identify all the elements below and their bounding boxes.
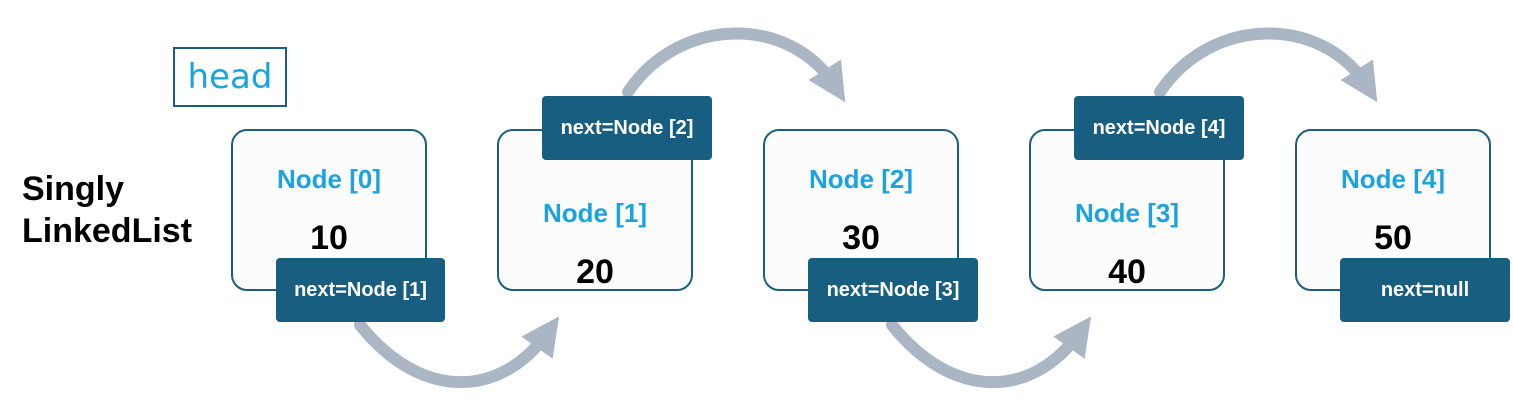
node-0: Node [0] 10 [231, 129, 427, 291]
node-2-next-pointer: next=Node [3] [808, 258, 978, 322]
title-line-1: Singly [22, 170, 125, 208]
node-3-next-pointer: next=Node [4] [1074, 96, 1244, 160]
node-0-value: 10 [310, 219, 348, 257]
title-line-2: LinkedList [22, 212, 193, 250]
node-1-next-pointer: next=Node [2] [542, 96, 712, 160]
arrow-node3-to-node4 [1154, 27, 1378, 103]
diagram-title: Singly LinkedList [22, 168, 222, 252]
head-label-box: head [173, 47, 287, 107]
node-4-next-pointer: next=null [1340, 258, 1510, 322]
arrow-node2-to-node3 [886, 316, 1092, 389]
node-2-value: 30 [842, 219, 880, 257]
arrow-node1-to-node2 [622, 27, 846, 103]
node-4-value: 50 [1374, 219, 1412, 257]
node-1-value: 20 [576, 253, 614, 291]
node-3-label: Node [3] [1075, 198, 1179, 228]
node-0-label: Node [0] [277, 164, 381, 194]
node-0-next-pointer: next=Node [1] [276, 258, 445, 322]
arrow-node0-to-node1 [354, 316, 560, 389]
node-3-value: 40 [1108, 253, 1146, 291]
node-2-label: Node [2] [809, 164, 913, 194]
node-4-label: Node [4] [1341, 164, 1445, 194]
node-1-label: Node [1] [543, 198, 647, 228]
